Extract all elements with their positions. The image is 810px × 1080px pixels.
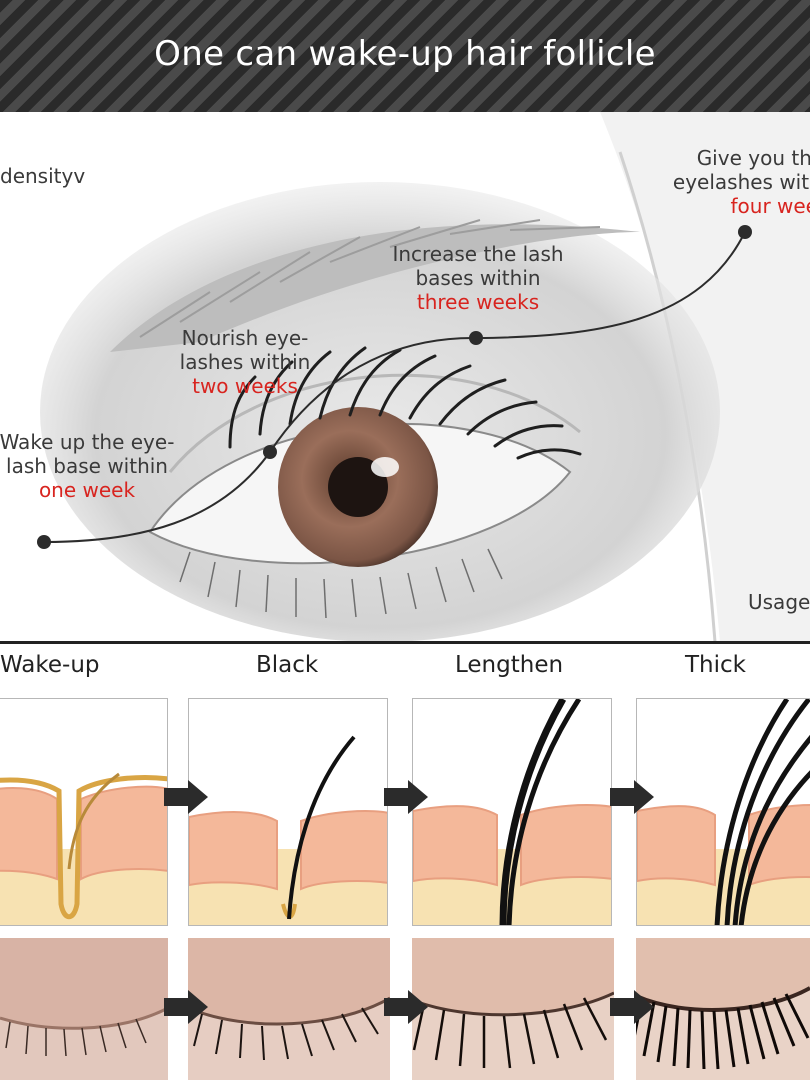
milestone-line: Give you thick [696,146,810,170]
eye-photo-black [188,938,390,1080]
milestone-line: bases within [415,266,541,290]
eye-artwork [37,112,810,642]
stage-label-black: Black [256,652,319,678]
stage-label-lengthen: Lengthen [455,652,564,678]
milestone-line: lash base within [6,454,168,478]
milestone-highlight: three weeks [416,290,540,314]
arrow-right-icon [164,780,208,814]
milestone-week-4: Give you thick eyelashes within four wee… [650,146,810,218]
arrow-right-icon [384,990,428,1024]
follicle-panel-black [188,698,388,926]
milestone-week-3: Increase the lash bases within three wee… [376,242,580,314]
eyebrow [110,224,640,352]
lower-lashes [179,548,503,619]
follicle-panel-wake-up [0,698,168,926]
progress-curve [43,231,746,543]
follicle-panel-thick [636,698,810,926]
milestone-highlight: one week [38,478,136,502]
milestone-dot [738,225,752,239]
hero-eye-illustration: densityv Usage Wake up the eye- lash bas… [0,112,810,642]
milestone-week-1: Wake up the eye- lash base within one we… [0,430,182,502]
eye-photo-wake-up [0,938,168,1080]
arrow-right-icon [384,780,428,814]
milestone-dot [469,331,483,345]
section-divider [0,641,810,644]
milestone-line: eyelashes within [672,170,810,194]
header-banner [0,0,810,112]
milestone-line: lashes within [179,350,311,374]
stage-label-thick: Thick [685,652,746,678]
milestone-week-2: Nourish eye- lashes within two weeks [160,326,330,398]
eye-photo-thick [636,938,810,1080]
milestone-line: Increase the lash [392,242,564,266]
milestone-dot [263,445,277,459]
corner-text-left: densityv [0,164,86,188]
eye-photo-lengthen [412,938,614,1080]
arrow-right-icon [610,780,654,814]
milestone-line: Wake up the eye- [0,430,175,454]
corner-text-right: Usage [748,590,810,614]
header-title: One can wake-up hair follicle [154,34,656,74]
upper-lashes [228,346,582,460]
follicle-panel-lengthen [412,698,612,926]
milestone-line: Nourish eye- [181,326,309,350]
stage-label-wake-up: Wake-up [0,652,100,678]
arrow-right-icon [164,990,208,1024]
milestone-highlight: four weeks [730,194,810,218]
milestone-dot [37,535,51,549]
arrow-right-icon [610,990,654,1024]
milestone-highlight: two weeks [192,374,298,398]
